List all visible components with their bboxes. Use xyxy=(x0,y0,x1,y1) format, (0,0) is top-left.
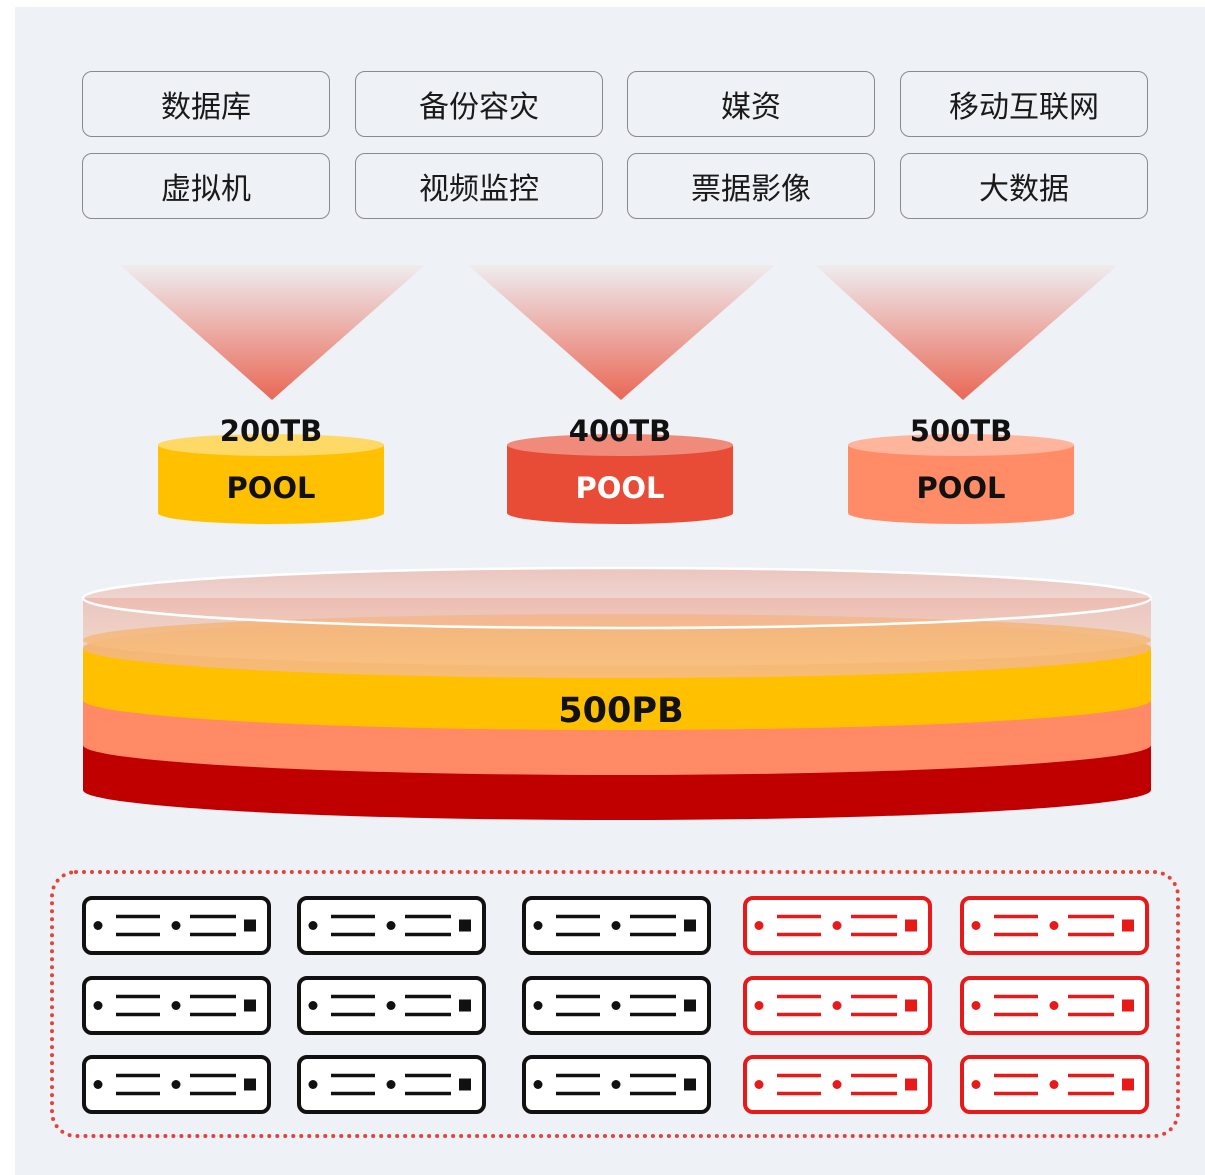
pool-2: 400TB POOL xyxy=(507,414,733,524)
server-rack-icon xyxy=(960,976,1149,1035)
server-rack-icon xyxy=(960,1055,1149,1114)
category-backup-dr: 备份容灾 xyxy=(355,71,603,137)
server-rack-icon xyxy=(82,1055,271,1114)
total-capacity-label: 500PB xyxy=(558,691,683,731)
category-virtual-machine: 虚拟机 xyxy=(82,153,330,219)
server-rack-icon xyxy=(522,1055,711,1114)
server-rack-icon xyxy=(522,896,711,955)
server-rack-icon xyxy=(82,896,271,955)
server-rack-icon xyxy=(743,896,932,955)
pool-2-capacity: 400TB xyxy=(569,414,671,448)
category-big-data: 大数据 xyxy=(900,153,1148,219)
server-rack-icon xyxy=(82,976,271,1035)
server-grid xyxy=(82,896,1149,1114)
server-rack-icon xyxy=(743,1055,932,1114)
server-rack-icon xyxy=(743,976,932,1035)
category-bill-imaging: 票据影像 xyxy=(627,153,875,219)
pool-3-label: POOL xyxy=(916,471,1005,505)
pool-3: 500TB POOL xyxy=(848,414,1074,524)
pool-1: 200TB POOL xyxy=(158,414,384,524)
category-media-assets: 媒资 xyxy=(627,71,875,137)
funnel-2 xyxy=(468,265,775,400)
funnel-3 xyxy=(815,265,1118,400)
category-database: 数据库 xyxy=(82,71,330,137)
server-rack-icon xyxy=(297,1055,486,1114)
pool-3-capacity: 500TB xyxy=(910,414,1012,448)
pool-2-label: POOL xyxy=(575,471,664,505)
server-rack-icon xyxy=(960,896,1149,955)
server-rack-icon xyxy=(297,896,486,955)
server-cluster-frame xyxy=(50,870,1180,1138)
server-rack-icon xyxy=(297,976,486,1035)
category-mobile-internet: 移动互联网 xyxy=(900,71,1148,137)
pool-1-capacity: 200TB xyxy=(220,414,322,448)
cylinder-top xyxy=(81,566,1153,630)
server-rack-icon xyxy=(522,976,711,1035)
funnel-1 xyxy=(120,265,425,400)
total-storage-cylinder: 500PB xyxy=(81,566,1153,820)
category-video-surveillance: 视频监控 xyxy=(355,153,603,219)
pool-1-label: POOL xyxy=(226,471,315,505)
